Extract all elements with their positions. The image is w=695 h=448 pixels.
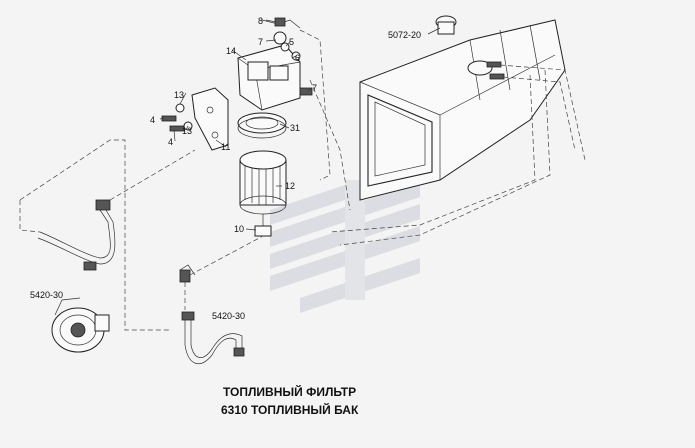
tank-fuel-lines: [299, 29, 586, 246]
fuel-pump: [51, 297, 110, 353]
filter-assembly: [161, 17, 313, 237]
callout-14: 14: [226, 46, 236, 56]
callout-4-top: 4: [150, 115, 155, 125]
callout-6: 6: [295, 53, 300, 63]
fuel-tank: [359, 15, 566, 201]
part-callouts: 8 7 5 14 6 7 13 4 13 4 31 11 12 10 5072-…: [30, 16, 421, 321]
callout-11: 11: [221, 142, 230, 152]
caption-line-1: ТОПЛИВНЫЙ ФИЛЬТР: [223, 384, 356, 399]
leader-lines: [159, 19, 441, 231]
callout-4-bottom: 4: [168, 137, 173, 147]
ref-5072-20: 5072-20: [388, 30, 421, 40]
callout-13-top: 13: [174, 90, 184, 100]
ref-5420-30-left: 5420-30: [30, 290, 63, 300]
center-hose: [179, 235, 264, 365]
ref-5420-30-center: 5420-30: [212, 311, 245, 321]
callout-13-bottom: 13: [182, 126, 192, 136]
callout-12: 12: [285, 181, 295, 191]
callout-31: 31: [290, 123, 300, 133]
left-hose-and-pump: [19, 139, 196, 353]
callout-10: 10: [234, 224, 244, 234]
diagram-caption: ТОПЛИВНЫЙ ФИЛЬТР 6310 ТОПЛИВНЫЙ БАК: [221, 384, 359, 417]
caption-line-2: 6310 ТОПЛИВНЫЙ БАК: [221, 402, 359, 417]
callout-8: 8: [258, 16, 263, 26]
callout-5: 5: [289, 37, 294, 47]
callout-7-top: 7: [258, 37, 263, 47]
callout-7-right: 7: [312, 83, 317, 93]
